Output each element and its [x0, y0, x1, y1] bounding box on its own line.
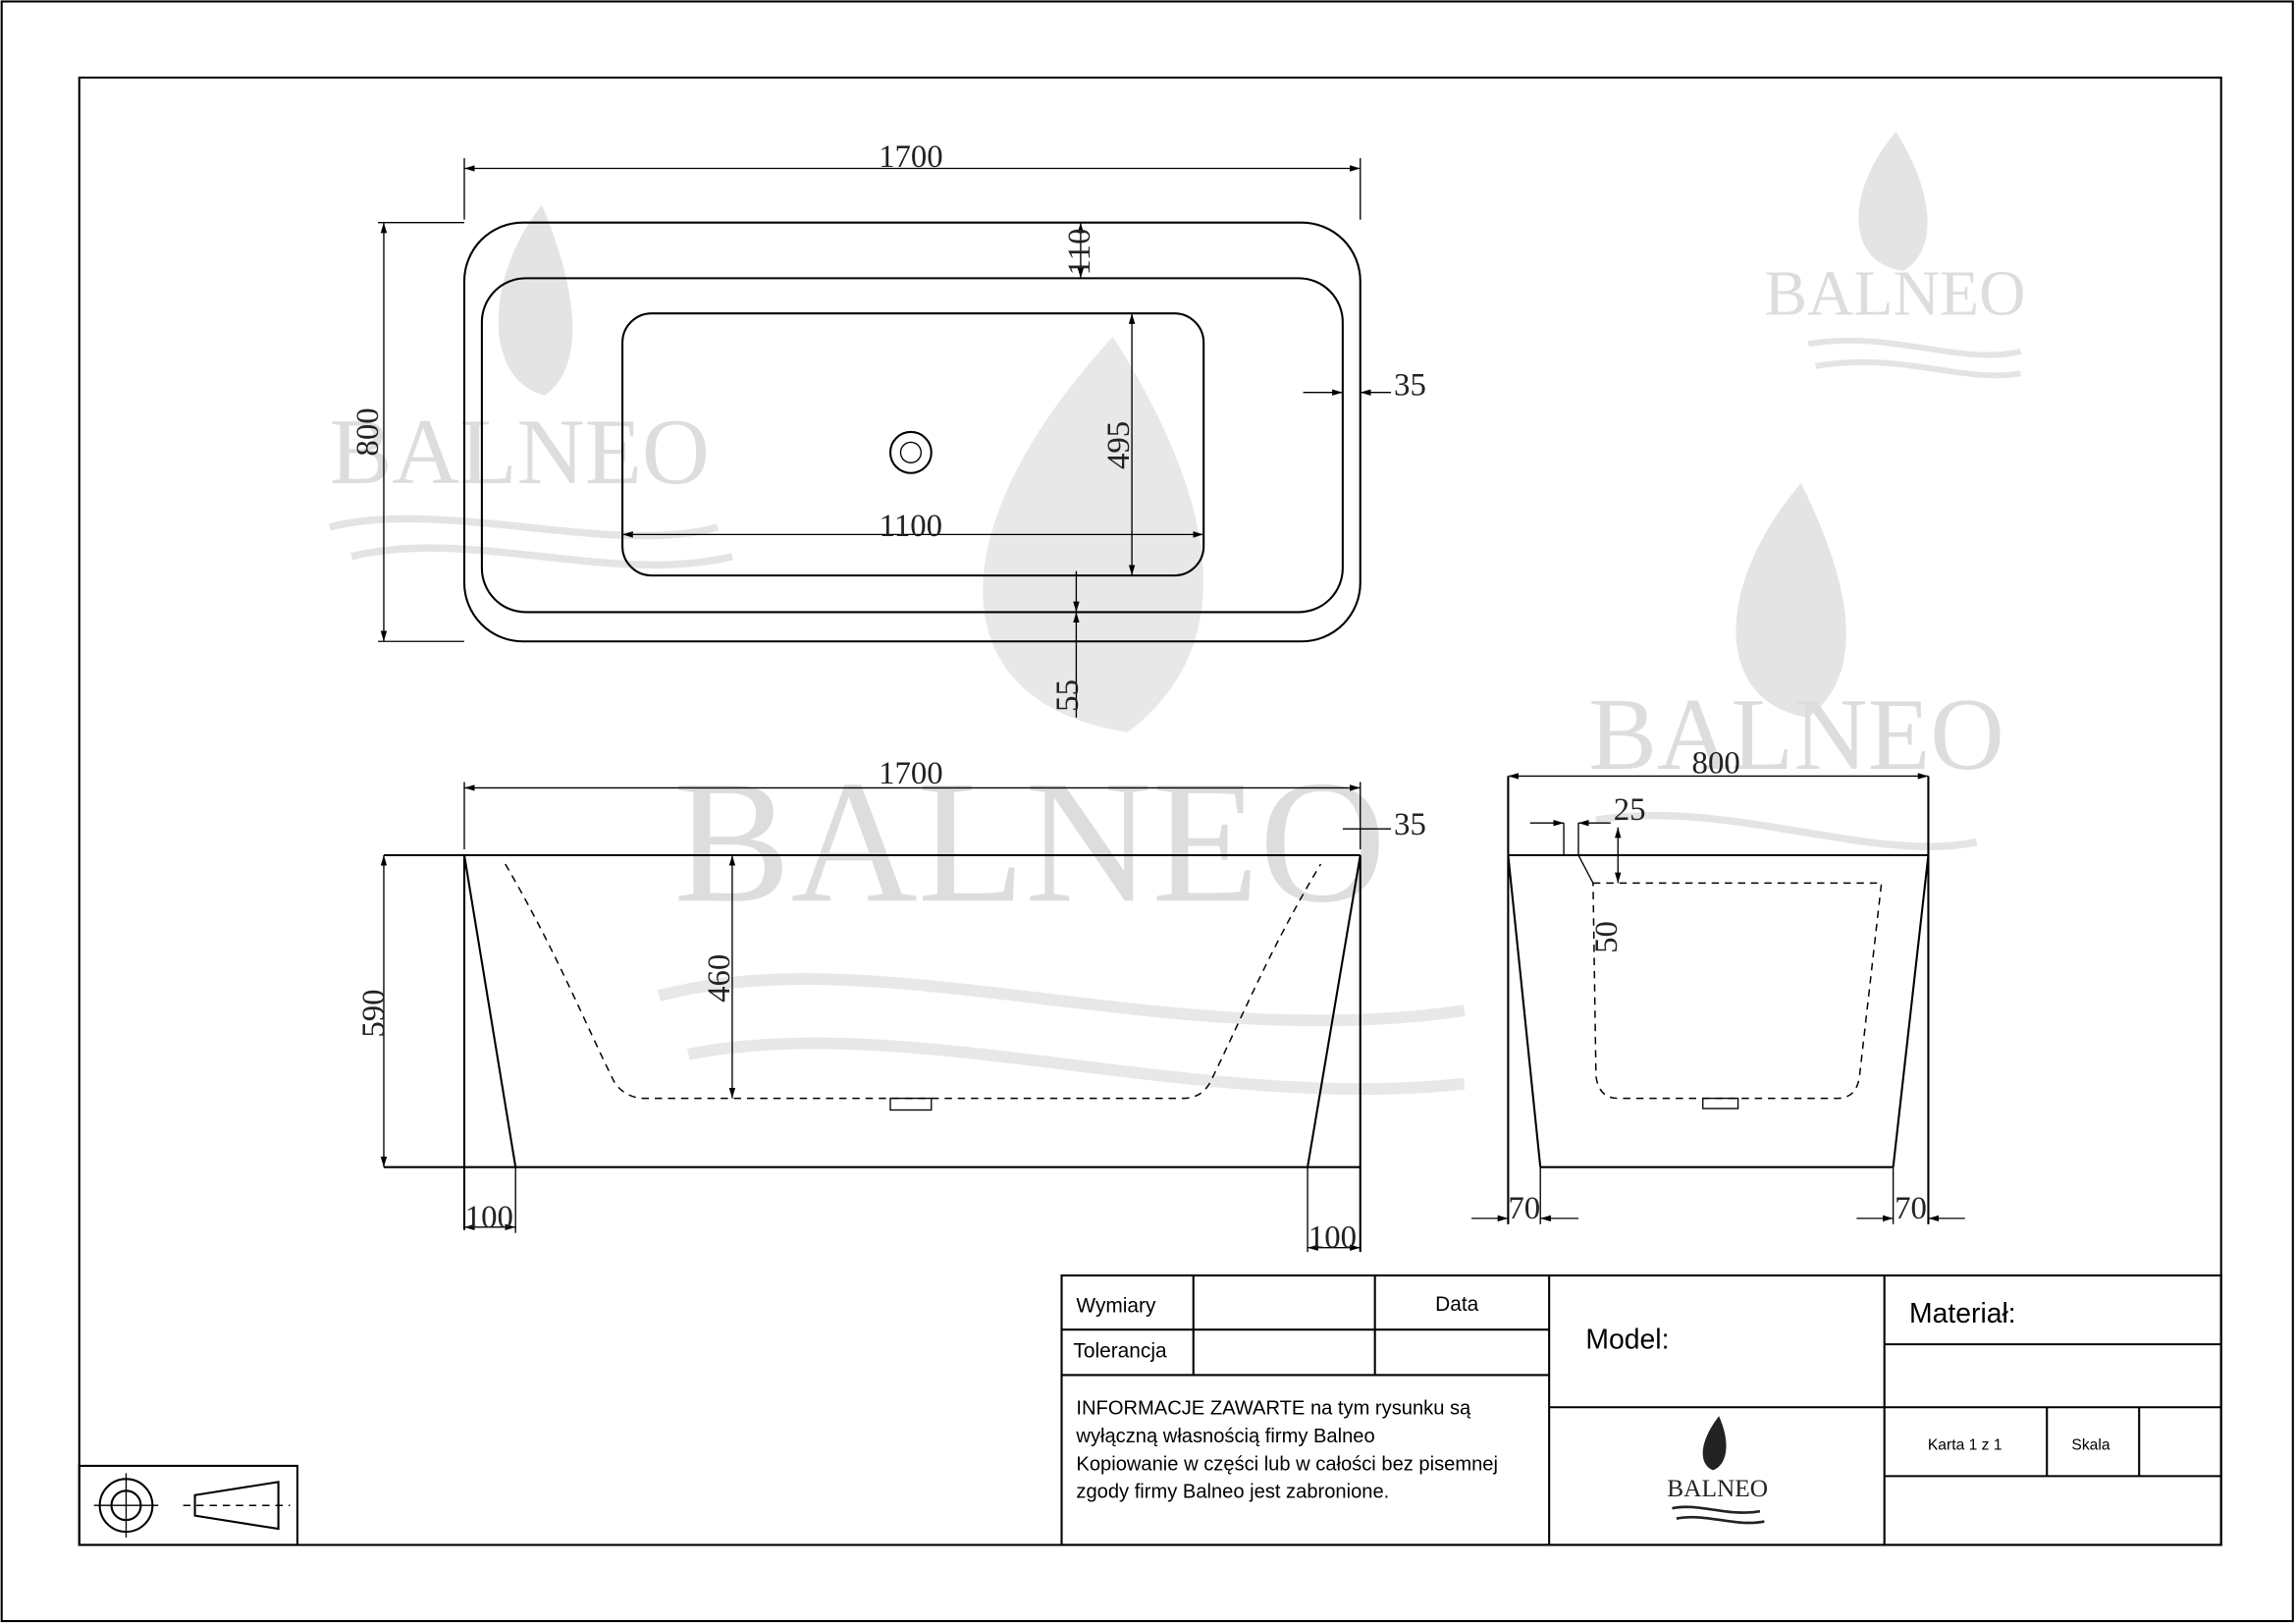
- watermark-logo: BALNEO: [657, 337, 1466, 1096]
- svg-text:BALNEO: BALNEO: [673, 744, 1386, 939]
- svg-text:55: 55: [1050, 679, 1086, 712]
- svg-text:wyłączną własnością firmy Baln: wyłączną własnością firmy Balneo: [1075, 1426, 1374, 1447]
- top-view: 1700 800 110 35 495 1100 55: [350, 139, 1426, 718]
- svg-text:BALNEO: BALNEO: [1588, 677, 2003, 791]
- svg-text:35: 35: [1394, 368, 1426, 404]
- drain-icon: [888, 430, 933, 474]
- svg-text:460: 460: [702, 954, 737, 1002]
- svg-text:25: 25: [1614, 792, 1646, 828]
- svg-text:35: 35: [1394, 807, 1426, 842]
- svg-text:INFORMACJE ZAWARTE na tym rysu: INFORMACJE ZAWARTE na tym rysunku są: [1076, 1398, 1471, 1420]
- svg-text:70: 70: [1895, 1191, 1927, 1226]
- front-view: 1700 35 590 460 100 100: [356, 756, 1426, 1256]
- sheet-label: Karta 1 z 1: [1928, 1437, 2002, 1454]
- svg-text:70: 70: [1508, 1191, 1540, 1226]
- svg-text:1700: 1700: [879, 756, 943, 791]
- svg-text:50: 50: [1589, 921, 1625, 953]
- svg-text:100: 100: [465, 1200, 513, 1235]
- svg-text:110: 110: [1062, 229, 1097, 276]
- material-label: Materiał:: [1909, 1298, 2016, 1329]
- ownership-notice: INFORMACJE ZAWARTE na tym rysunku są wył…: [1075, 1398, 1498, 1503]
- svg-text:BALNEO: BALNEO: [330, 400, 710, 504]
- side-view: 800 25 50 70 70: [1471, 745, 1965, 1226]
- svg-text:800: 800: [1692, 745, 1740, 781]
- watermarks: BALNEO BALNEO BALNEO BALNEO: [328, 132, 2025, 1096]
- svg-text:BALNEO: BALNEO: [1764, 259, 2025, 330]
- title-block: Wymiary Data Tolerancja INFORMACJE ZAWAR…: [1060, 1273, 2222, 1546]
- svg-text:800: 800: [350, 407, 386, 456]
- svg-text:1700: 1700: [879, 139, 943, 175]
- projection-symbol: [78, 1464, 299, 1546]
- svg-text:1100: 1100: [880, 509, 942, 544]
- svg-text:590: 590: [356, 989, 392, 1037]
- svg-text:495: 495: [1101, 421, 1137, 469]
- model-label: Model:: [1585, 1325, 1669, 1356]
- watermark-logo: BALNEO: [328, 204, 733, 569]
- tolerancja-label: Tolerancja: [1073, 1340, 1167, 1363]
- wymiary-label: Wymiary: [1076, 1294, 1156, 1317]
- balneo-logo: BALNEO: [1667, 1416, 1768, 1525]
- svg-text:zgody firmy Balneo jest zabron: zgody firmy Balneo jest zabronione.: [1076, 1482, 1389, 1503]
- svg-text:BALNEO: BALNEO: [1667, 1475, 1768, 1502]
- svg-text:100: 100: [1308, 1220, 1357, 1256]
- data-label: Data: [1435, 1293, 1478, 1316]
- watermark-logo: BALNEO: [1764, 132, 2025, 379]
- scale-label: Skala: [2071, 1437, 2109, 1454]
- watermark-logo: BALNEO: [1588, 483, 2004, 850]
- svg-text:Kopiowanie w części lub w cało: Kopiowanie w części lub w całości bez pi…: [1076, 1453, 1498, 1475]
